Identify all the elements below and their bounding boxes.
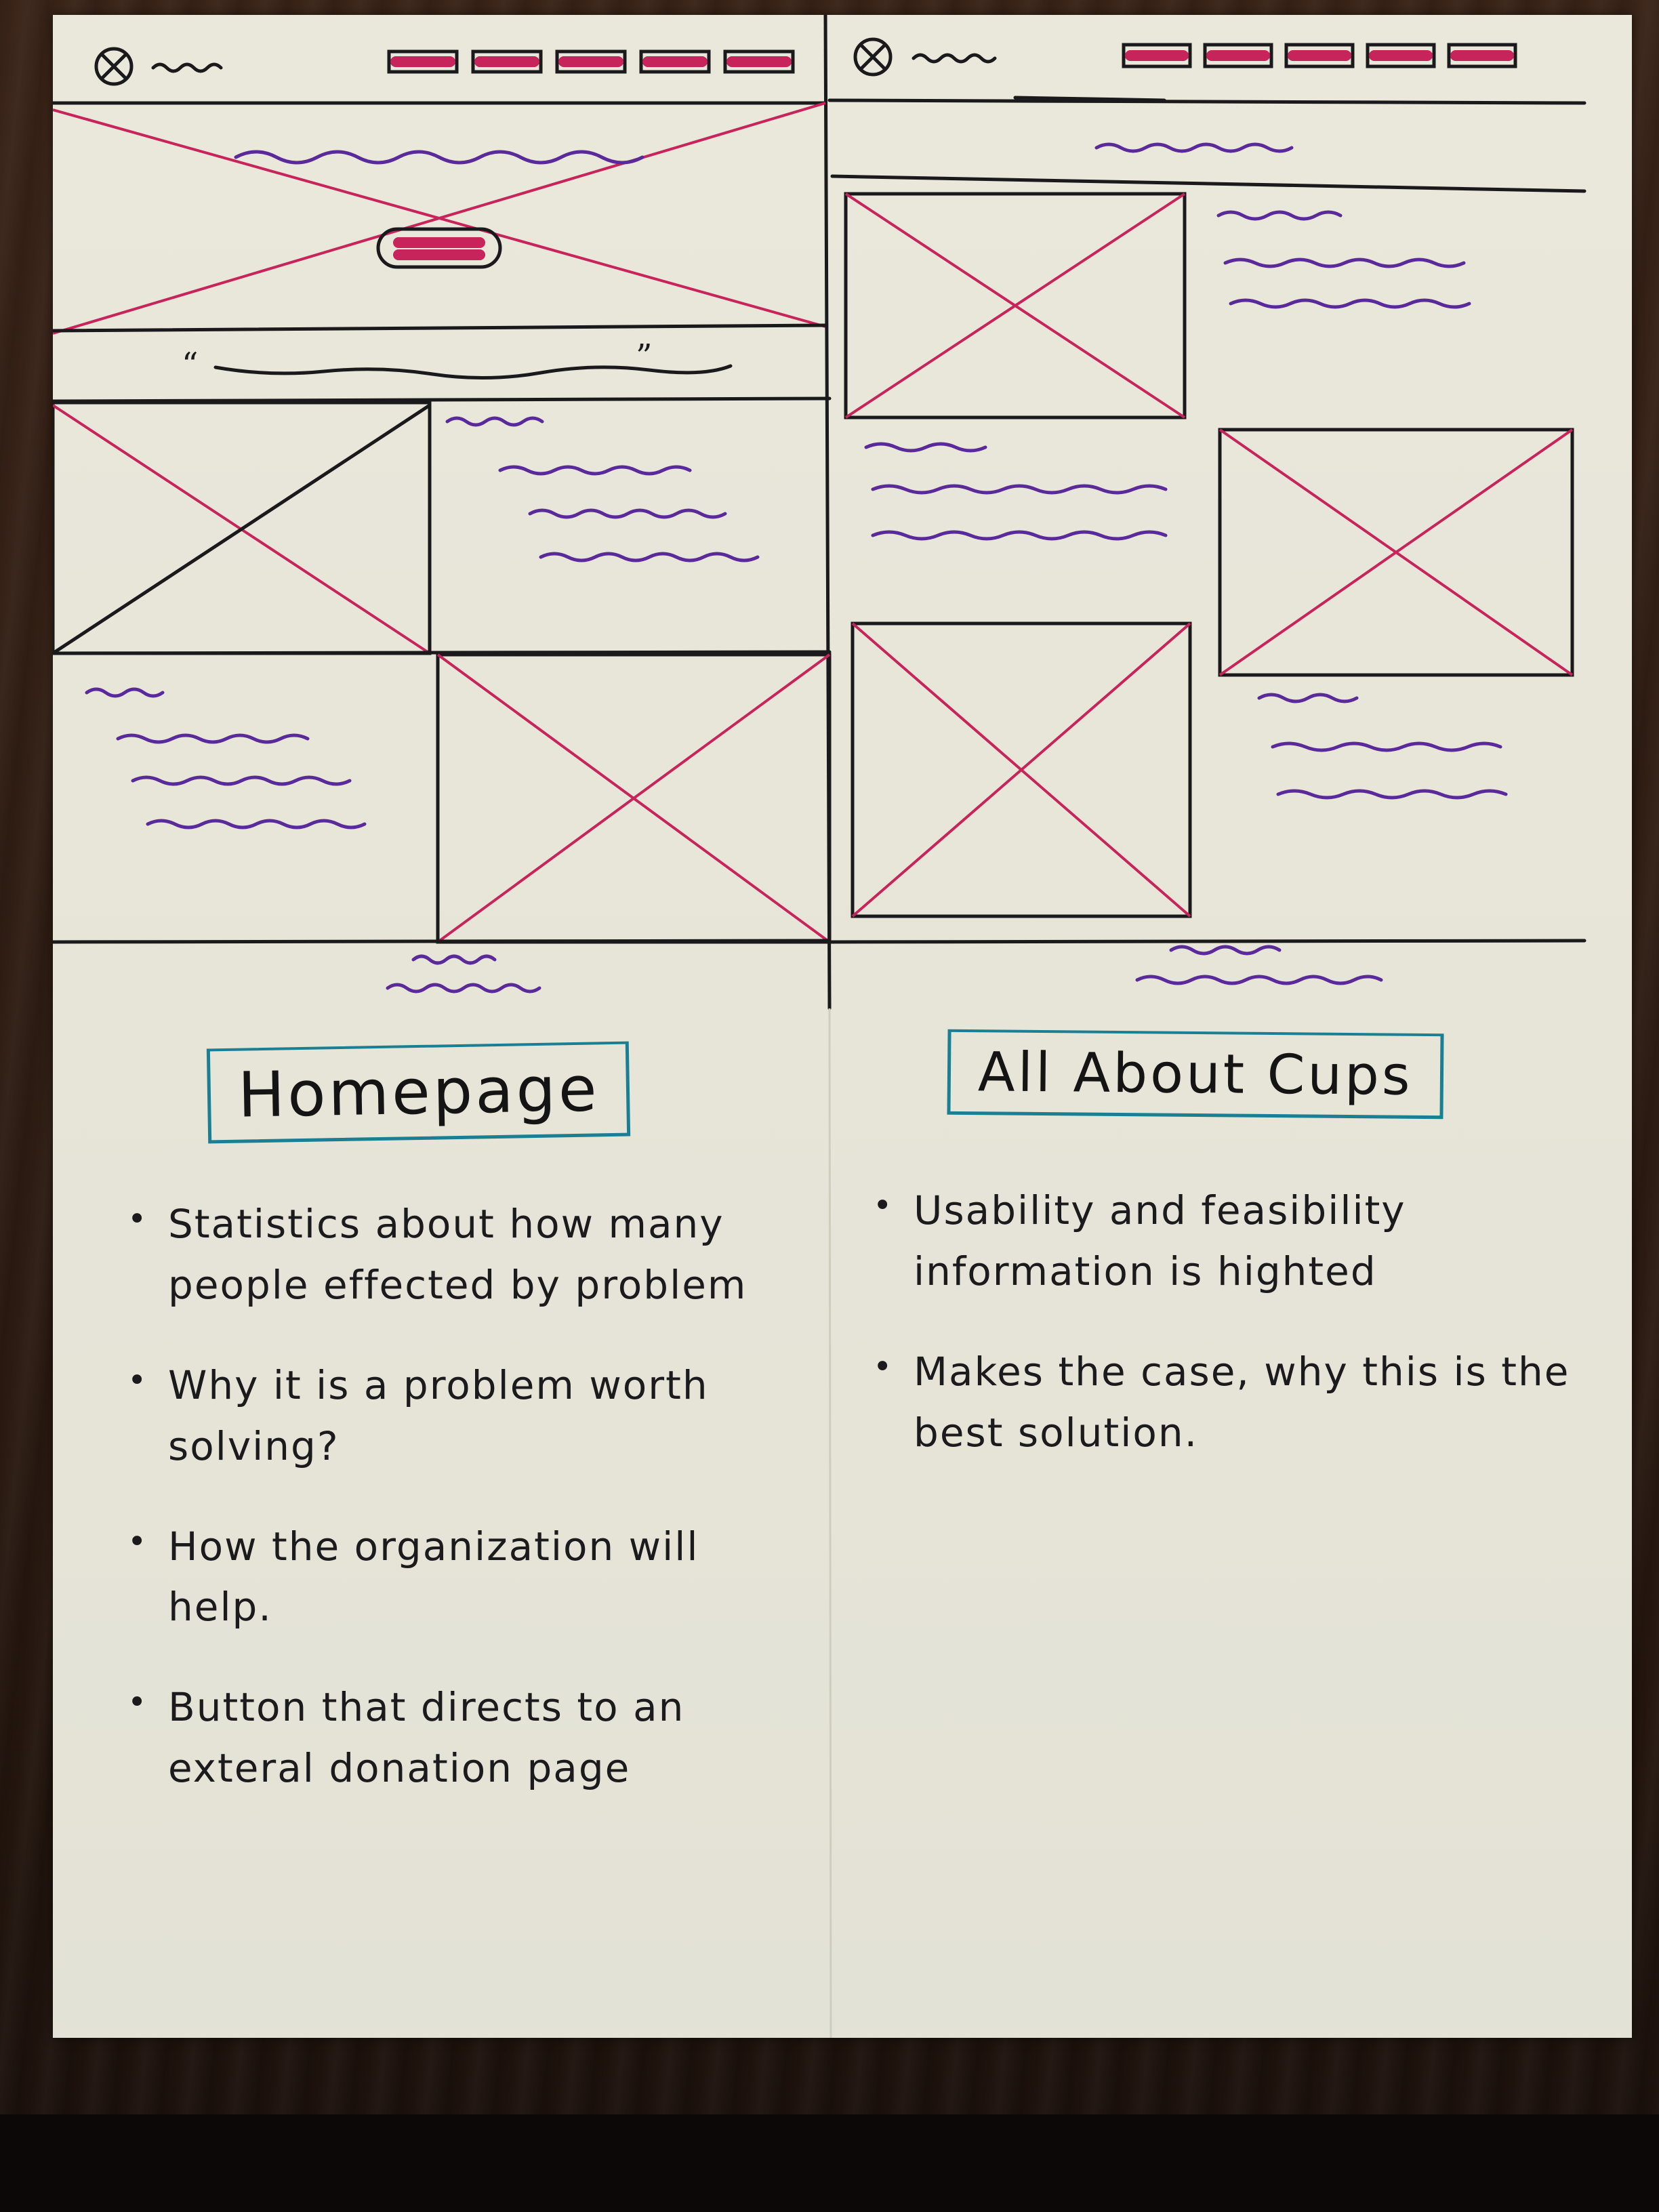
homepage-note-1: Statistics about how many people effecte…	[127, 1194, 805, 1316]
logo-icon	[94, 47, 134, 86]
table-edge	[0, 2114, 1659, 2212]
all-about-cups-title: All About Cups	[947, 1029, 1444, 1120]
site-name-squiggle	[151, 62, 223, 73]
image-placeholder-3	[851, 621, 1192, 918]
text-block-2	[864, 442, 1168, 541]
text-block-3	[1257, 693, 1508, 800]
text-block-1	[1216, 210, 1471, 309]
paper-sheet: .k { stroke: #1a1a1c; stroke-width: 5; f…	[53, 15, 1632, 2038]
wireframe-sketch: .k { stroke: #1a1a1c; stroke-width: 5; f…	[53, 15, 1586, 2038]
footer-squiggles	[1135, 945, 1383, 985]
quote-strip: “ ”	[182, 337, 733, 384]
hero-image-placeholder	[53, 102, 826, 335]
homepage-note-3: How the organization will help.	[127, 1517, 805, 1639]
homepage-wireframe: “ ”	[53, 47, 832, 994]
paper-crease	[828, 1008, 832, 2038]
homepage-note-4: Button that directs to an exteral donati…	[127, 1677, 805, 1799]
site-name-squiggle	[912, 53, 997, 64]
all-about-cups-notes: Usability and feasibility information is…	[873, 1181, 1584, 1503]
footer-squiggles	[386, 954, 541, 994]
homepage-notes: Statistics about how many people effecte…	[127, 1194, 805, 1839]
svg-text:“: “	[182, 346, 199, 384]
homepage-title: Homepage	[206, 1041, 631, 1144]
image-placeholder-1	[844, 192, 1187, 419]
text-block-1	[445, 416, 760, 562]
text-block-2	[85, 687, 367, 830]
nav-menu	[387, 49, 795, 74]
svg-text:”: ”	[636, 337, 653, 375]
logo-icon	[853, 37, 893, 77]
all-about-cups-note-1: Usability and feasibility information is…	[873, 1181, 1584, 1303]
image-placeholder-2	[1218, 428, 1574, 677]
nav-menu	[1122, 43, 1517, 68]
all-about-cups-wireframe	[827, 37, 1586, 985]
hero-headline-squiggle	[234, 150, 644, 165]
all-about-cups-note-2: Makes the case, why this is the best sol…	[873, 1342, 1584, 1464]
homepage-note-2: Why it is a problem worth solving?	[127, 1355, 805, 1477]
hero-button	[376, 227, 502, 269]
